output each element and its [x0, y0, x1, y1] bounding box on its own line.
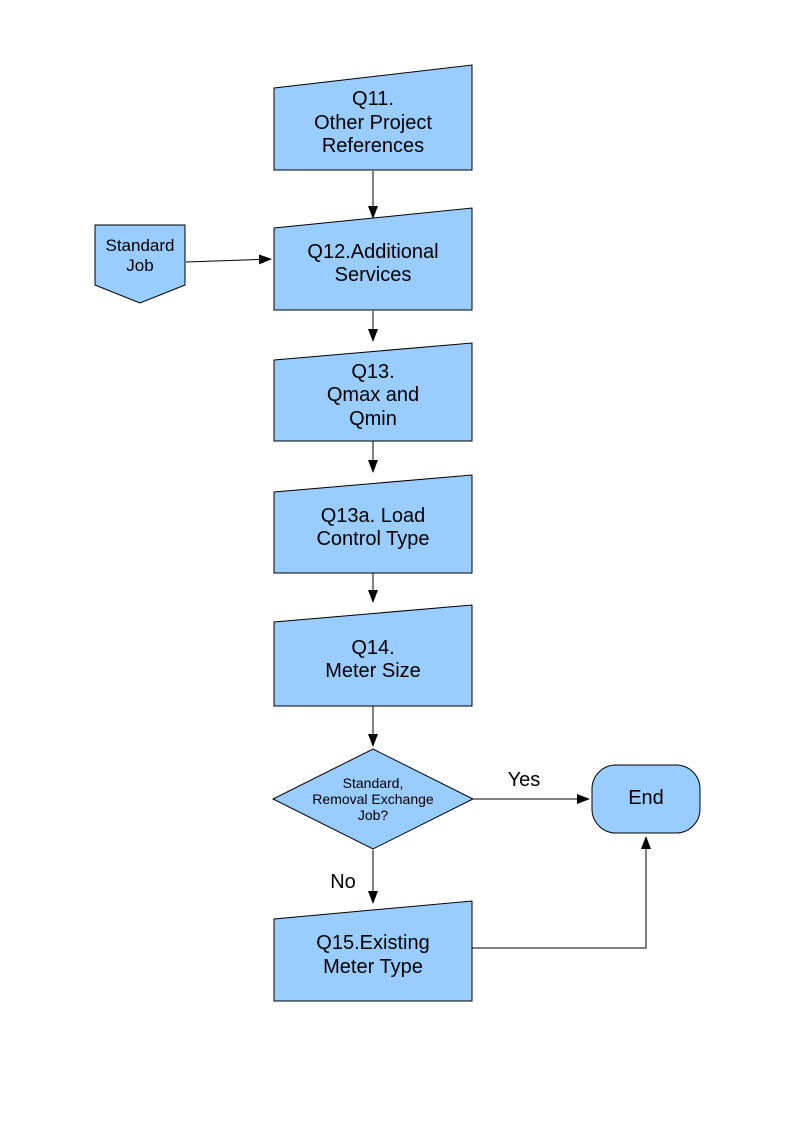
node-q12-shape: [273, 207, 473, 311]
node-standard-job-shape: [94, 224, 186, 304]
node-q11-shape: [273, 64, 473, 171]
edge-q15-to-end: [472, 836, 651, 949]
edge-standardjob-to-q12: [185, 254, 272, 265]
node-q13-shape: [273, 342, 473, 442]
node-decision-shape: [271, 748, 475, 850]
node-q14-shape: [273, 604, 473, 707]
node-end-shape: [591, 764, 701, 834]
node-q13a-shape: [273, 474, 473, 574]
node-q15-shape: [273, 900, 473, 1002]
